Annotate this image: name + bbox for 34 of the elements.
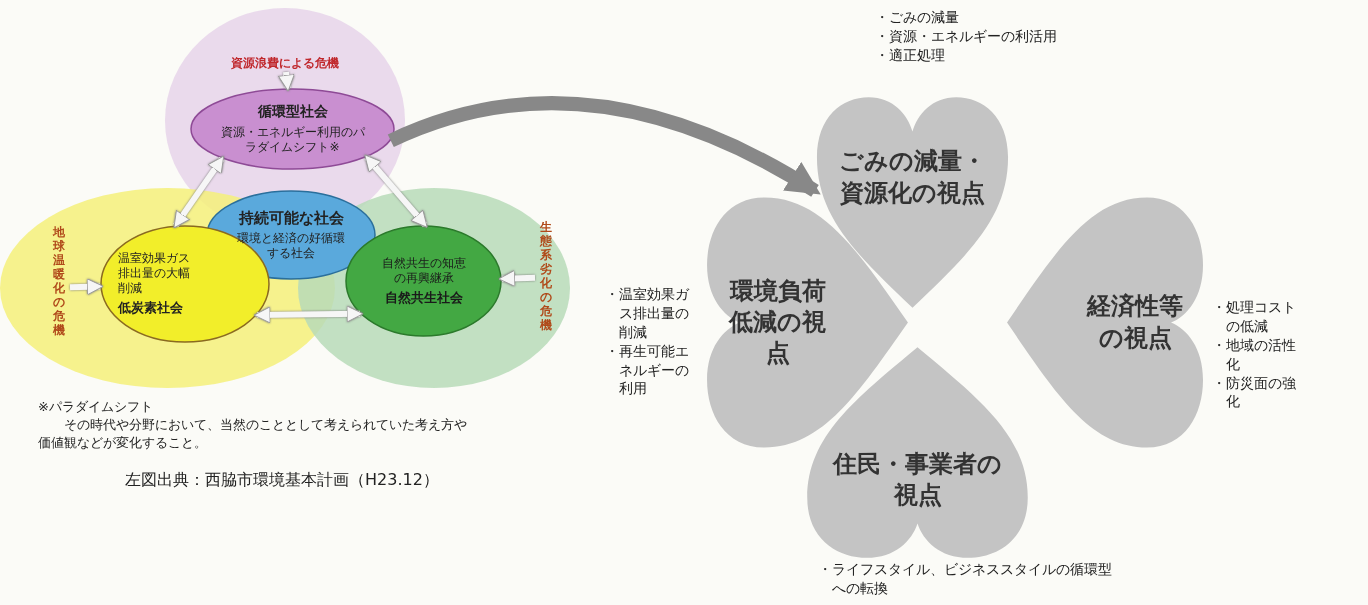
arrow [277, 71, 295, 92]
bullet-text: ・適正処理 [875, 45, 946, 65]
node-text: 資源・エネルギー利用のパラダイムシフト※ [219, 124, 366, 155]
arrow [69, 278, 104, 296]
bullet-text: ・再生可能エネルギーの利用 [605, 341, 690, 399]
footnote-text: ※パラダイムシフト [38, 398, 154, 416]
node-title: 自然共生の知恵の再興継承 [380, 255, 467, 286]
node-title: 環境負荷低減の視点 [727, 275, 827, 370]
node-title: 温室効果ガス排出量の大幅削減 [118, 251, 191, 297]
arrow [498, 269, 536, 287]
arrow [388, 96, 821, 197]
bullet-text: ・処理コストの低減 [1212, 298, 1297, 336]
bullet-text: ・地域の活性化 [1212, 335, 1297, 374]
warning-label: 資源浪費による危機 [210, 54, 360, 72]
node-title: 循環型社会 [257, 103, 328, 121]
arrow [364, 154, 428, 228]
bullet-text: ・資源・エネルギーの利活用 [875, 26, 1058, 46]
warning-label: 生態系劣化の危機 [535, 220, 557, 335]
node-title: 持続可能な社会 [238, 208, 344, 228]
node-title: 住民・事業者の視点 [831, 448, 1003, 511]
node-text: 低炭素社会 [118, 300, 183, 317]
footnote-text: その時代や分野において、当然のこととして考えられていた考え方や価値観などが変化すること。 [38, 416, 468, 453]
caption: 左図出典：西脇市環境基本計画（H23.12） [125, 470, 439, 491]
arrow [253, 305, 364, 324]
node-text: 環境と経済の好循環する社会 [236, 231, 346, 262]
bullet-text: ・温室効果ガス排出量の削減 [605, 285, 691, 342]
node-title: 経済性等の視点 [1085, 291, 1184, 354]
node-title: ごみの減量・資源化の視点 [838, 146, 987, 209]
bullet-text: ・防災面の強化 [1212, 373, 1297, 412]
arrow [173, 155, 225, 229]
bullet-text: ・ごみの減量 [875, 8, 960, 27]
bullet-text: ・ライフスタイル、ビジネススタイルの循環型への転換 [818, 560, 1113, 598]
node-text: 自然共生社会 [384, 289, 463, 307]
warning-label: 地球温暖化の危機 [48, 225, 70, 350]
